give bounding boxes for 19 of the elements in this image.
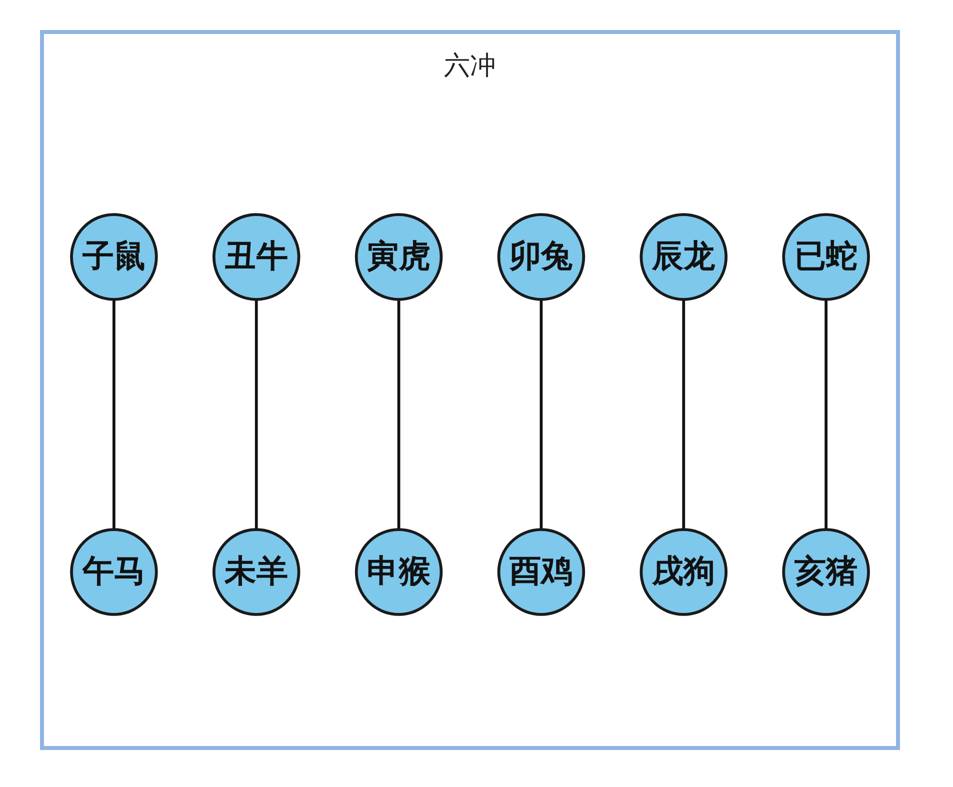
connector-line — [540, 299, 543, 530]
connector-line — [112, 299, 116, 530]
zodiac-circle: 申猴 — [354, 528, 443, 616]
connector-line — [682, 299, 686, 530]
zodiac-circle: 亥猪 — [782, 528, 870, 616]
zodiac-circle: 辰龙 — [640, 213, 728, 301]
zodiac-circle: 酉鸡 — [497, 528, 586, 616]
zodiac-circle: 未羊 — [212, 528, 300, 616]
zodiac-circle: 子鼠 — [70, 213, 158, 301]
zodiac-circle: 已蛇 — [782, 213, 870, 301]
zodiac-circle: 丑牛 — [212, 213, 300, 301]
connector-line — [824, 299, 828, 530]
zodiac-circle: 午马 — [70, 528, 158, 616]
zodiac-circle: 卯兔 — [497, 213, 586, 301]
zodiac-circle: 寅虎 — [354, 213, 443, 301]
connector-line — [254, 299, 258, 530]
diagram-label: 六冲 — [444, 51, 496, 81]
connector-line — [397, 299, 400, 530]
zodiac-circle: 戌狗 — [640, 528, 728, 616]
